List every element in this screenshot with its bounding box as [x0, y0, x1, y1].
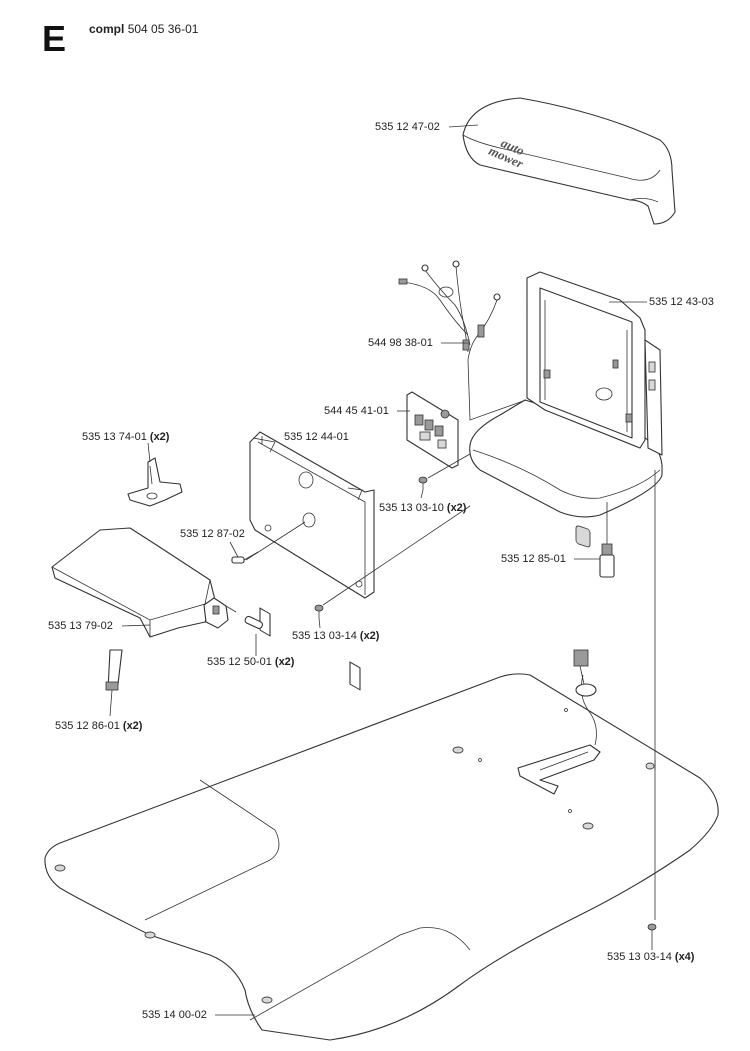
top-cover-part: auto mower [462, 97, 676, 225]
label-535-12-86-01: 535 12 86-01 (x2) [55, 720, 143, 732]
label-535-13-03-14-x2: 535 13 03-14 (x2) [292, 630, 380, 642]
label-535-13-79-02: 535 13 79-02 [48, 620, 113, 632]
label-535-13-74-01: 535 13 74-01 (x2) [82, 431, 170, 443]
base-plate-part [44, 649, 719, 1041]
connector-part [599, 502, 615, 578]
screw-535-13-03-14 [314, 604, 324, 618]
wiring-harness-part [398, 260, 527, 421]
charging-housing-part [51, 527, 237, 638]
label-535-12-50-01: 535 12 50-01 (x2) [207, 656, 295, 668]
label-544-98-38-01: 544 98 38-01 [368, 337, 433, 349]
screw-x4-part [647, 923, 657, 936]
label-535-12-44-01: 535 12 44-01 [284, 431, 349, 443]
compl-label: compl [89, 22, 125, 36]
compl-number: 504 05 36-01 [127, 22, 199, 36]
label-535-12-85-01: 535 12 85-01 [501, 553, 566, 565]
label-535-12-47-02: 535 12 47-02 [375, 121, 440, 133]
label-544-45-41-01: 544 45 41-01 [324, 405, 389, 417]
main-housing-part [469, 271, 663, 548]
assembly-number: compl 504 05 36-01 [89, 22, 198, 36]
label-535-12-43-03: 535 12 43-03 [649, 296, 714, 308]
contact-strip-part [105, 649, 123, 691]
circuit-board-part [406, 391, 459, 469]
bracket-part [127, 457, 183, 507]
label-535-13-03-14-x4: 535 13 03-14 (x4) [607, 951, 695, 963]
assembly-guide-lines [245, 453, 656, 920]
label-535-13-03-10: 535 13 03-10 (x2) [379, 502, 467, 514]
mounting-plate-part [249, 431, 375, 691]
label-535-14-00-02: 535 14 00-02 [142, 1009, 207, 1021]
section-letter: E [42, 18, 67, 59]
pin-long-part [244, 615, 263, 629]
label-535-12-87-02: 535 12 87-02 [180, 528, 245, 540]
screw-535-13-03-10 [418, 476, 428, 490]
leader-lines [109, 124, 653, 1016]
